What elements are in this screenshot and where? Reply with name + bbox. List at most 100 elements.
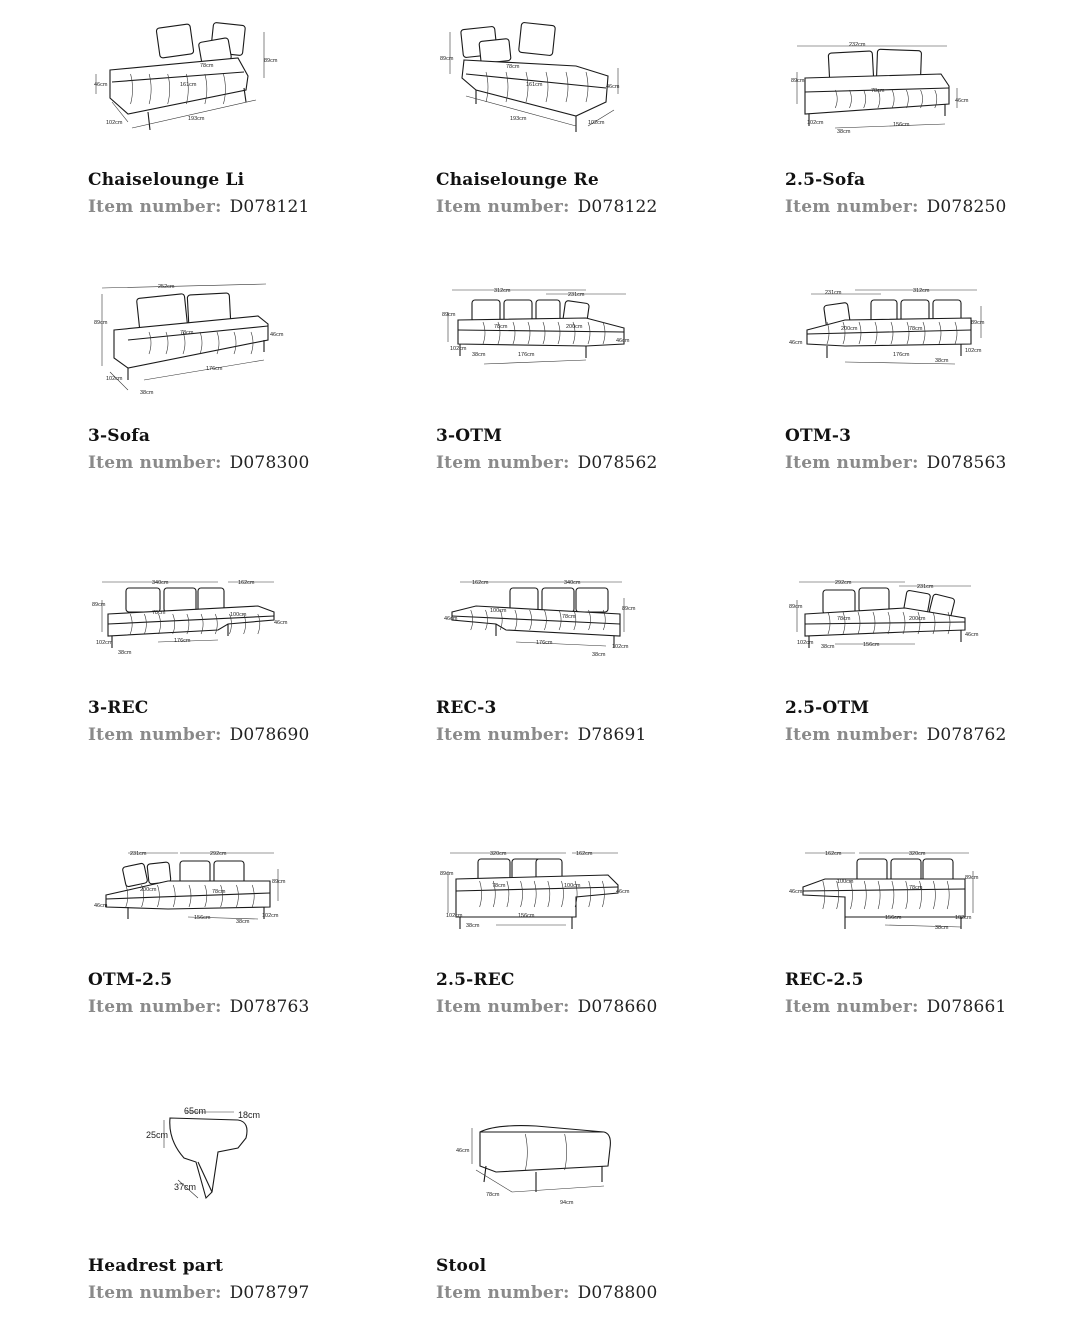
item-number-label: Item number: — [436, 197, 570, 217]
dimension-label: 102cm — [450, 346, 467, 352]
item-number-label: Item number: — [436, 725, 570, 745]
dimension-label: 193cm — [188, 116, 205, 122]
dimension-label: 176cm — [206, 366, 223, 372]
item-number-label: Item number: — [785, 197, 919, 217]
dimension-label: 156cm — [194, 915, 211, 921]
dimension-label: 162cm — [472, 580, 489, 586]
dimension-label: 46cm — [456, 1148, 470, 1154]
dimension-label: 46cm — [965, 632, 979, 638]
dimension-label: 89cm — [440, 56, 454, 62]
item-number-row: Item number: D078121 — [88, 197, 310, 217]
item-number-label: Item number: — [88, 197, 222, 217]
dimension-label: 89cm — [971, 320, 985, 326]
dimension-label: 38cm — [140, 390, 154, 396]
dimension-label: 46cm — [616, 338, 630, 344]
item-number-value: D078250 — [926, 197, 1007, 217]
dimension-label: 78cm — [494, 324, 508, 330]
dimension-label: 78cm — [486, 1192, 500, 1198]
dimension-label: 232cm — [849, 42, 866, 48]
dimension-label: 37cm — [174, 1182, 196, 1192]
dimension-label: 46cm — [94, 82, 108, 88]
dimension-label: 176cm — [893, 352, 910, 358]
product-name: 3-Sofa — [88, 426, 151, 446]
dimension-label: 78cm — [200, 63, 214, 69]
dimension-label: 102cm — [262, 913, 279, 919]
dimension-label: 38cm — [935, 358, 949, 364]
dimension-label: 89cm — [94, 320, 108, 326]
item-number-row: Item number: D078762 — [785, 725, 1007, 745]
item-number-label: Item number: — [436, 1283, 570, 1303]
dimension-label: 200cm — [841, 326, 858, 332]
product-name: REC-2.5 — [785, 970, 864, 990]
dimension-label: 78cm — [871, 88, 885, 94]
dimension-label: 78cm — [152, 610, 166, 616]
item-number-label: Item number: — [88, 725, 222, 745]
dimension-label: 78cm — [909, 885, 923, 891]
dimension-label: 231cm — [130, 851, 147, 857]
dimension-label: 176cm — [518, 352, 535, 358]
dimension-label: 312cm — [913, 288, 930, 294]
dimension-label: 156cm — [518, 913, 535, 919]
item-number-value: D078121 — [229, 197, 310, 217]
dimension-label: 162cm — [576, 851, 593, 857]
dimension-label: 38cm — [837, 129, 851, 135]
dimension-label: 102cm — [965, 348, 982, 354]
dimension-label: 252cm — [158, 284, 175, 290]
item-number-value: D078563 — [926, 453, 1007, 473]
dimension-label: 78cm — [212, 889, 226, 895]
dimension-label: 65cm — [184, 1106, 206, 1116]
dimension-label: 200cm — [140, 887, 157, 893]
dimension-label: 78cm — [909, 326, 923, 332]
item-number-value: D078800 — [577, 1283, 658, 1303]
dimension-label: 89cm — [622, 606, 636, 612]
dimension-label: 46cm — [94, 903, 108, 909]
product-name: 2.5-Sofa — [785, 170, 866, 190]
item-number-label: Item number: — [785, 725, 919, 745]
product-name: 3-REC — [88, 698, 149, 718]
dimension-label: 25cm — [146, 1130, 168, 1140]
item-number-value: D078660 — [577, 997, 658, 1017]
dimension-label: 102cm — [955, 915, 972, 921]
dimension-label: 162cm — [238, 580, 255, 586]
dimension-label: 89cm — [272, 879, 286, 885]
item-number-value: D078122 — [577, 197, 658, 217]
dimension-label: 102cm — [807, 120, 824, 126]
item-number-row: Item number:D78691 — [436, 725, 647, 745]
dimension-label: 46cm — [270, 332, 284, 338]
item-number-label: Item number: — [88, 997, 222, 1017]
item-number-value: D078762 — [926, 725, 1007, 745]
item-number-label: Item number: — [436, 453, 570, 473]
dimension-label: 89cm — [789, 604, 803, 610]
dimension-label: 102cm — [96, 640, 113, 646]
product-name: Chaiselounge Re — [436, 170, 599, 190]
dimension-label: 89cm — [264, 58, 278, 64]
dimension-label: 38cm — [592, 652, 606, 658]
item-number-row: Item number: D078562 — [436, 453, 658, 473]
item-number-row: Item number:D078763 — [88, 997, 310, 1017]
product-name: Chaiselounge Li — [88, 170, 245, 190]
item-number-value: D078300 — [229, 453, 310, 473]
product-name: Stool — [436, 1256, 487, 1276]
dimension-label: 102cm — [106, 376, 123, 382]
item-number-value: D078562 — [577, 453, 658, 473]
dimension-label: 193cm — [510, 116, 527, 122]
